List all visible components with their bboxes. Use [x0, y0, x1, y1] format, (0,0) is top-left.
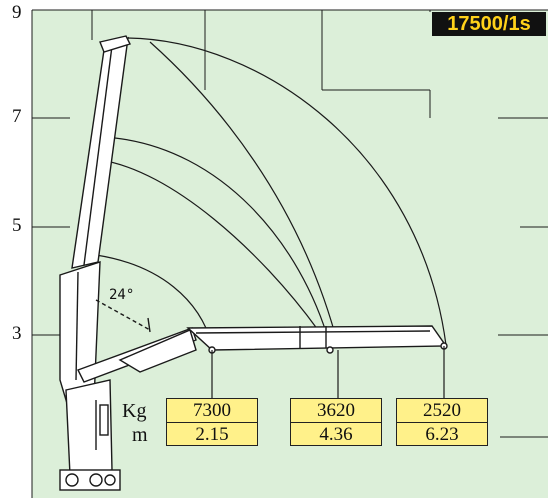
- grid-lines: [31, 9, 548, 498]
- crane-illustration: [59, 35, 448, 491]
- boom-angle-label: 24°: [109, 287, 135, 303]
- load-reach: 6.23: [425, 424, 459, 445]
- mid-reach-arc-1: [149, 41, 339, 346]
- boom-horizontal: [186, 325, 448, 351]
- load-box-3: 2520 6.23: [396, 398, 488, 446]
- load-reach: 4.36: [319, 424, 353, 445]
- y-tick-7: 7: [12, 106, 22, 127]
- y-tick-5: 5: [12, 215, 22, 236]
- leader-lines: [211, 346, 445, 398]
- mid-reach-arc-2: [114, 137, 331, 346]
- distance-unit-label: m: [132, 424, 148, 446]
- model-badge: 17500/1s: [432, 12, 546, 36]
- outer-reach-arc: [127, 37, 447, 346]
- y-tick-9: 9: [12, 2, 22, 23]
- load-box-2: 3620 4.36: [290, 398, 382, 446]
- load-weight: 2520: [397, 399, 487, 423]
- y-tick-3: 3: [12, 323, 22, 344]
- load-weight: 3620: [291, 399, 381, 423]
- weight-unit-label: Kg: [122, 400, 147, 422]
- load-weight: 7300: [167, 399, 257, 423]
- lower-arc: [99, 159, 319, 331]
- load-reach: 2.15: [195, 424, 229, 445]
- load-box-1: 7300 2.15: [166, 398, 258, 446]
